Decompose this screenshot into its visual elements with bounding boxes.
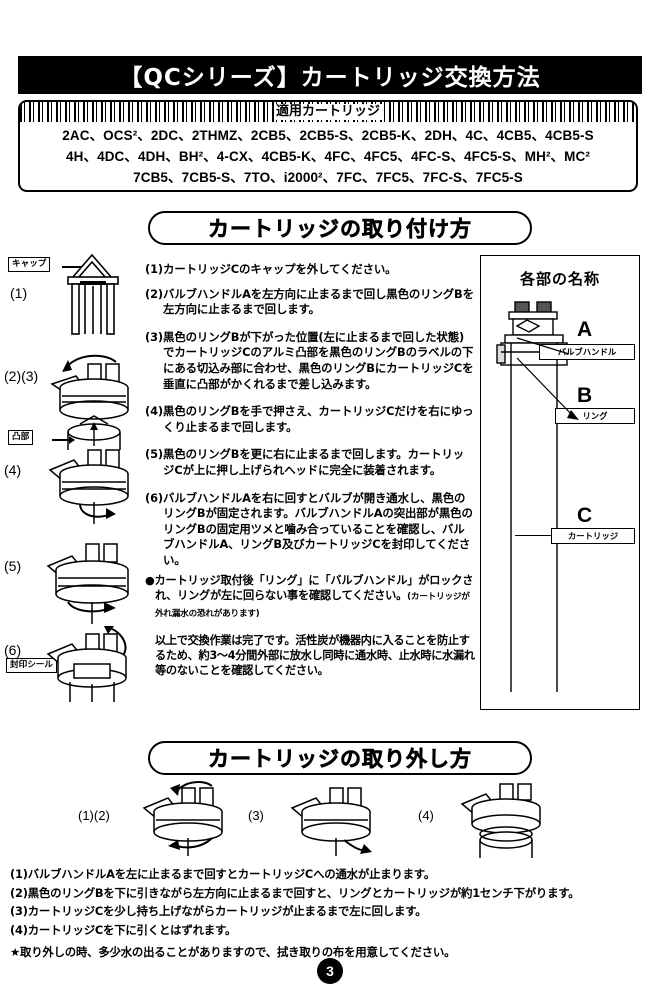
figure-remove-step-4 (460, 783, 541, 858)
figure-step-label-6: (6) (4, 642, 22, 658)
install-step-number: (6) (145, 490, 164, 505)
cartridge-model-line: 7CB5、7CB5-S、7TO、i2000²、7FC、7FC5、7FC-S、7F… (133, 170, 523, 185)
part-label-cartridge: カートリッジ (551, 528, 635, 544)
applicable-cartridge-banner-label: 適用カートリッジ (273, 104, 382, 120)
section-header-remove: カートリッジの取り外し方 (148, 741, 532, 775)
install-step: (4) 黒色のリングBを手で押さえ、カートリッジCだけを右にゆっくり止まるまで回… (145, 404, 475, 435)
install-step-number: (3) (145, 329, 164, 344)
page-title: 【QCシリーズ】カートリッジ交換方法 (119, 65, 541, 91)
install-step: (3) 黒色のリングBが下がった位置(左に止まるまで回した状態)でカートリッジC… (145, 330, 475, 392)
figure-step-label-1: (1) (10, 285, 28, 301)
figure-valve-head-insert (50, 354, 129, 450)
install-step-text: 黒色のリングBを手で押さえ、カートリッジCだけを右にゆっくり止まるまで回します。 (163, 404, 474, 434)
figure-remove-step-1-2 (142, 781, 223, 856)
parts-panel-title: 各部の名称 (519, 270, 600, 288)
install-step-text: 黒色のリングBが下がった位置(左に止まるまで回した状態)でカートリッジCのアルミ… (163, 329, 474, 391)
install-closing-note: 以上で交換作業は完了です。活性炭が機器内に入ることを防止するため、約3〜4分間外… (155, 633, 475, 678)
cartridge-model-line: 2AC、OCS²、2DC、2THMZ、2CB5、2CB5-S、2CB5-K、2D… (62, 128, 594, 143)
remove-steps-list: (1)バルブハンドルAを左に止まるまで回すとカートリッジCへの通水が止まります。… (10, 865, 656, 962)
page-number: 3 (317, 958, 343, 984)
part-letter-a: A (577, 318, 593, 341)
part-letter-c: C (577, 504, 593, 527)
part-letter-b: B (577, 384, 593, 407)
install-step: (2) バルブハンドルAを左方向に止まるまで回し黒色のリングBを左方向に止まるま… (145, 287, 475, 318)
install-bullet-note: ●カートリッジ取付後「リング」に「バルブハンドル」がロックされ、リングが左に回ら… (145, 573, 475, 622)
callout-seal-sticker: 封印シール (6, 658, 57, 673)
section-header-remove-label: カートリッジの取り外し方 (208, 747, 472, 772)
install-step-text: バルブハンドルAを左方向に止まるまで回し黒色のリングBを左方向に止まるまで回しま… (163, 286, 474, 317)
install-step-number: (2) (145, 286, 164, 301)
remove-star-note: ★取り外しの時、多少水の出ることがありますので、拭き取りの布を用意してください。 (10, 945, 456, 959)
figure-seal-handle (46, 626, 127, 702)
remove-step-text: (1)バルブハンドルAを左に止まるまで回すとカートリッジCへの通水が止まります。 (10, 867, 436, 881)
figure-step-label-2-3: (2)(3) (4, 368, 39, 384)
remove-figure-label-4: (4) (418, 808, 434, 823)
install-step-number: (1) (145, 262, 164, 276)
remove-figure-label-3: (3) (248, 808, 264, 823)
remove-step-text: (2)黒色のリングBを下に引きながら左方向に止まるまで回すと、リングとカートリッ… (10, 885, 580, 900)
applicable-cartridge-banner: 適用カートリッジ (20, 102, 636, 122)
leader-part-c (515, 535, 551, 537)
install-steps-list: (1) カートリッジCのキャップを外してください。 (2) バルブハンドルAを左… (145, 262, 475, 679)
install-step-text: カートリッジCのキャップを外してください。 (163, 262, 397, 276)
cartridge-model-list: 2AC、OCS²、2DC、2THMZ、2CB5、2CB5-S、2CB5-K、2D… (20, 125, 636, 188)
install-bullet-note-main: ●カートリッジ取付後「リング」に「バルブハンドル」がロックされ、リングが左に回ら… (145, 573, 474, 602)
install-step-text: バルブハンドルAを右に回すとバルブが開き通水し、黒色のリングBが固定されます。バ… (163, 490, 473, 567)
figure-step-label-5: (5) (4, 558, 22, 574)
install-step-number: (4) (145, 404, 164, 419)
install-step: (1) カートリッジCのキャップを外してください。 (145, 262, 475, 278)
leader-part-b (516, 357, 579, 420)
install-step-number: (5) (145, 447, 164, 462)
install-bullet-note-paren: (カートリッジが外れ漏水の恐れがあります) (155, 591, 470, 619)
part-label-ring: リング (555, 408, 635, 424)
figure-remove-step-3 (290, 787, 372, 856)
parts-name-panel: 各部の名称 A バルブハンドル (480, 255, 640, 710)
figure-step-label-4: (4) (4, 462, 22, 478)
figure-tighten-ring (46, 543, 129, 624)
leader-line-protrusion (52, 436, 75, 443)
remove-figure-row: (1)(2) (3) (0, 778, 660, 858)
remove-step-text: (4)カートリッジCを下に引くとはずれます。 (10, 922, 237, 937)
install-step: (6) バルブハンドルAを右に回すとバルブが開き通水し、黒色のリングBが固定され… (145, 491, 475, 569)
callout-protrusion: 凸部 (8, 430, 34, 445)
figure-rotate-cartridge (48, 449, 129, 524)
install-step-text: 黒色のリングBを更に右に止まるまで回します。カートリッジCが上に押し上げられヘッ… (163, 447, 465, 477)
remove-step-text: (3)カートリッジCを少し持ち上げながらカートリッジが止まるまで左に回します。 (10, 904, 427, 918)
install-step: (5) 黒色のリングBを更に右に止まるまで回します。カートリッジCが上に押し上げ… (145, 447, 475, 478)
leader-part-a (516, 337, 570, 355)
section-header-install: カートリッジの取り付け方 (148, 211, 532, 245)
remove-figure-label-1-2: (1)(2) (78, 808, 110, 823)
page-title-bar: 【QCシリーズ】カートリッジ交換方法 (18, 56, 642, 94)
section-header-install-label: カートリッジの取り付け方 (208, 217, 472, 242)
part-label-valve-handle: バルブハンドル (539, 344, 635, 360)
figure-cartridge-cap (67, 253, 119, 335)
callout-cap: キャップ (8, 257, 51, 272)
applicable-cartridge-box: 適用カートリッジ 2AC、OCS²、2DC、2THMZ、2CB5、2CB5-S、… (18, 100, 638, 192)
cartridge-model-line: 4H、4DC、4DH、BH²、4-CX、4CB5-K、4FC、4FC5、4FC-… (66, 149, 590, 164)
